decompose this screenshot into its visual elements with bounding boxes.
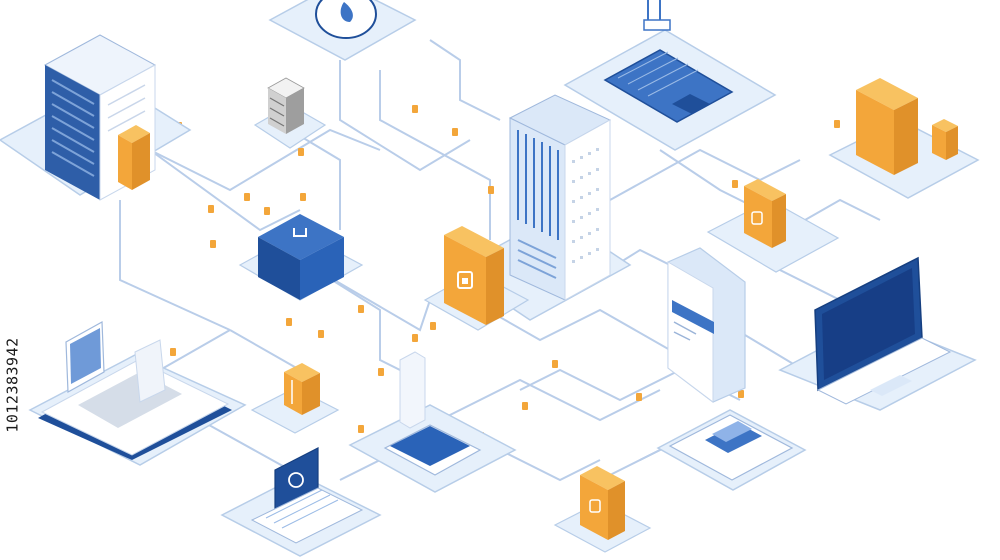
lock-box-bottom-icon bbox=[553, 466, 652, 553]
laptop-icon bbox=[28, 321, 247, 466]
package-icon bbox=[250, 363, 340, 434]
lock-icon bbox=[423, 226, 530, 331]
server-rack-icon bbox=[0, 34, 192, 201]
tablet-icon bbox=[348, 351, 517, 493]
database-icon bbox=[253, 77, 327, 149]
cube-icon bbox=[238, 214, 364, 301]
document-icon bbox=[667, 247, 746, 404]
lock-box-icon bbox=[706, 179, 840, 273]
location-pin-icon bbox=[268, 0, 417, 61]
monitor-icon bbox=[778, 256, 977, 411]
stock-id-watermark: 1012383942 bbox=[2, 300, 24, 470]
tower-icon bbox=[453, 94, 632, 321]
storage-icon bbox=[828, 78, 980, 199]
keyboard-icon bbox=[563, 0, 777, 151]
small-laptop-icon bbox=[220, 447, 382, 557]
device-chip-icon bbox=[656, 409, 807, 491]
stock-id-text: 1012383942 bbox=[4, 337, 22, 433]
connection-nodes bbox=[170, 105, 840, 440]
